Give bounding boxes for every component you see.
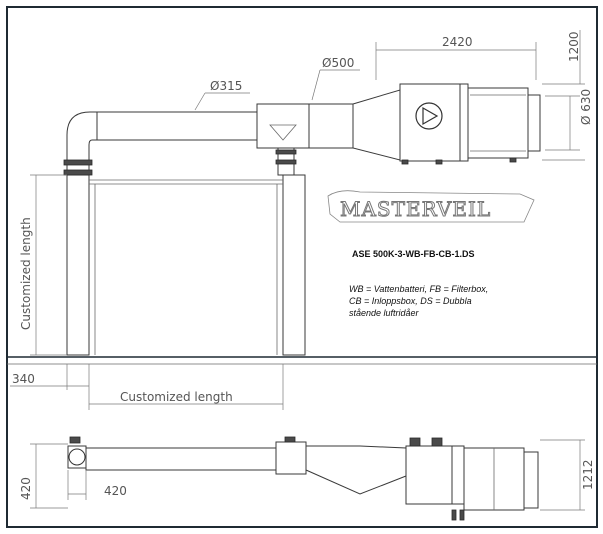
dim-side-height-left: 420 (19, 477, 33, 500)
svg-text:MASTERVEIL: MASTERVEIL (340, 197, 491, 221)
flex-duct-500 (308, 103, 354, 149)
side-view (67, 436, 539, 521)
dim-leg-offset: 340 (12, 372, 35, 386)
flex-duct-315 (96, 111, 258, 141)
dim-outlet-diameter: Ø 630 (579, 89, 593, 125)
dim-side-height-right: 1212 (581, 459, 595, 490)
elbow-duct (66, 111, 98, 176)
front-dimensions (30, 30, 585, 356)
masterveil-logo: MASTERVEIL (327, 190, 535, 223)
inlet-box (467, 87, 529, 159)
front-view (63, 83, 541, 356)
dim-horizontal-length: Customized length (120, 390, 233, 404)
drawing-frame (6, 6, 598, 528)
legend-line-2: CB = Inloppsbox, DS = Dubbla (349, 296, 472, 306)
dim-unit-length: 2420 (442, 35, 473, 49)
filter-box (459, 83, 469, 162)
dim-unit-height: 1200 (567, 31, 581, 62)
abbreviation-legend: WB = Vattenbatteri, FB = Filterbox, CB =… (349, 283, 589, 319)
side-dimensions (30, 439, 585, 511)
dim-diameter-500: Ø500 (322, 56, 354, 70)
side-flex-duct (85, 447, 277, 471)
model-code: ASE 500K-3-WB-FB-CB-1.DS (352, 249, 475, 259)
dim-vertical-length: Customized length (19, 217, 33, 330)
dim-diameter-315: Ø315 (210, 79, 242, 93)
tee-piece (256, 103, 310, 149)
left-column (66, 174, 90, 356)
plan-dimensions (10, 364, 284, 410)
right-column (282, 174, 306, 356)
legend-line-1: WB = Vattenbatteri, FB = Filterbox, (349, 284, 489, 294)
legend-line-3: stående luftridåer (349, 308, 419, 318)
dim-side-width-left: 420 (104, 484, 127, 498)
